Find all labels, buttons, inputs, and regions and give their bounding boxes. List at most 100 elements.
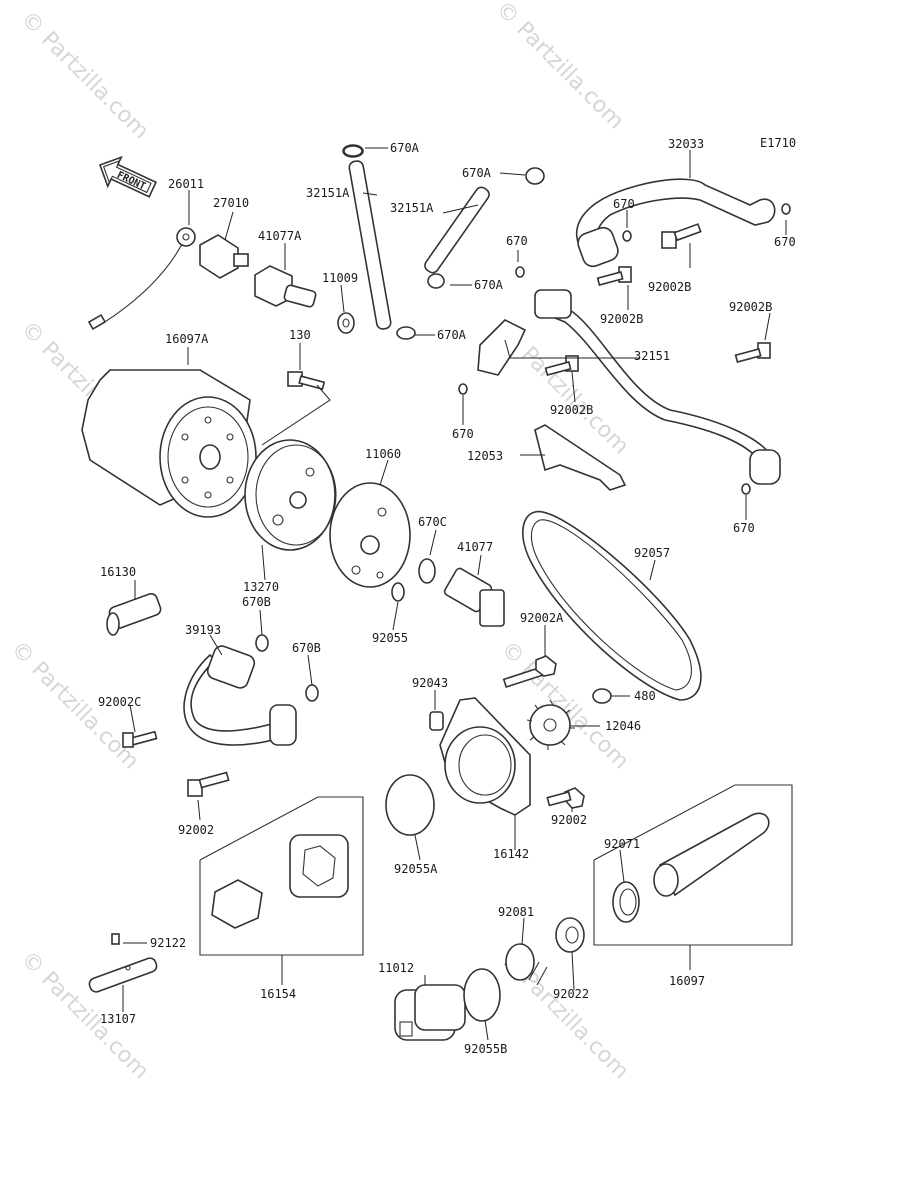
part-label: 92055 — [372, 631, 408, 645]
part-92002B-bolt — [734, 342, 771, 363]
part-label: 92002 — [178, 823, 214, 837]
part-16154-group-box — [199, 796, 364, 956]
part-label: 92002C — [98, 695, 141, 709]
part-label: 92081 — [498, 905, 534, 919]
part-label: 16154 — [260, 987, 296, 1001]
part-39193-pipe — [183, 645, 297, 746]
part-670B-o-ring — [255, 634, 269, 652]
part-92122-pin — [111, 933, 120, 945]
part-670-o-ring — [458, 383, 468, 395]
part-label: 39193 — [185, 623, 221, 637]
part-670C-o-ring — [418, 558, 436, 584]
part-label: 670 — [733, 521, 755, 535]
part-label: 12046 — [605, 719, 641, 733]
watermark: © Partzilla.com — [491, 0, 629, 134]
part-label: 11009 — [322, 271, 358, 285]
part-92002-bolt — [546, 787, 585, 809]
part-label: 670C — [418, 515, 447, 529]
part-label: 16130 — [100, 565, 136, 579]
part-label: 670 — [506, 234, 528, 248]
part-92002B-bolt — [544, 355, 579, 376]
part-label: 32151A — [306, 186, 350, 200]
part-label: 16097A — [165, 332, 209, 346]
part-41077A-fitting — [254, 265, 317, 308]
leader-lines — [122, 147, 787, 1041]
part-label: 92043 — [412, 676, 448, 690]
part-label: 92002B — [729, 300, 772, 314]
part-label: 92002B — [648, 280, 691, 294]
part-92081-spring — [504, 943, 548, 986]
part-label: 670A — [437, 328, 467, 342]
part-label: 11060 — [365, 447, 401, 461]
part-92057-chain — [522, 510, 702, 701]
part-label: 92002B — [550, 403, 593, 417]
part-labels: 26011 27010 41077A 11009 16097A 130 3215… — [98, 137, 796, 1056]
part-670B-o-ring — [305, 684, 319, 702]
front-arrow-icon: FRONT — [98, 155, 158, 198]
part-label: 16097 — [669, 974, 705, 988]
part-670-o-ring — [515, 266, 525, 278]
part-label: 670 — [774, 235, 796, 249]
part-92002A-bolt — [502, 655, 557, 688]
part-label: 92002A — [520, 611, 564, 625]
part-label: 41077A — [258, 229, 302, 243]
part-92055B-o-ring — [463, 968, 501, 1022]
part-11012-plug — [394, 984, 466, 1041]
part-label: 92002 — [551, 813, 587, 827]
part-16097A-oil-filter — [81, 369, 257, 518]
part-label: 480 — [634, 689, 656, 703]
part-92055A-o-ring — [385, 774, 435, 836]
part-92002-bolt — [187, 771, 230, 797]
part-26011-wire — [87, 227, 196, 331]
part-92002B-bolt — [661, 223, 702, 249]
part-11009-washer — [337, 312, 355, 334]
part-label: 27010 — [213, 196, 249, 210]
part-label: 32033 — [668, 137, 704, 151]
part-label: 16142 — [493, 847, 529, 861]
part-32151A-pipe — [424, 167, 545, 289]
part-label: 92071 — [604, 837, 640, 851]
part-16097-strainer — [612, 812, 770, 923]
part-label: 670B — [242, 595, 271, 609]
part-670-o-ring — [741, 483, 751, 495]
part-92043-dowel — [429, 711, 444, 731]
part-32151A-pipe — [342, 144, 416, 340]
part-label: 26011 — [168, 177, 204, 191]
part-12046-sprocket — [526, 699, 575, 750]
part-11060-gasket — [329, 482, 411, 588]
part-label: 32151A — [390, 201, 434, 215]
part-label: 92055B — [464, 1042, 507, 1056]
part-label: 92057 — [634, 546, 670, 560]
part-16097-group-box — [593, 784, 793, 946]
part-670-o-ring — [622, 230, 632, 242]
part-670-o-ring — [781, 203, 791, 215]
part-label: 92055A — [394, 862, 438, 876]
part-label: 92022 — [553, 987, 589, 1001]
part-label: 11012 — [378, 961, 414, 975]
part-92002B-bolt — [596, 266, 632, 286]
part-label: 670A — [390, 141, 420, 155]
part-12053-chain-guide — [534, 424, 627, 491]
part-92002C-bolt — [122, 730, 158, 748]
part-16130-sleeve — [106, 593, 162, 636]
part-13270-plate — [244, 439, 337, 551]
part-label: 13107 — [100, 1012, 136, 1026]
part-label: 670A — [474, 278, 504, 292]
part-480-circlip — [592, 688, 612, 704]
part-label: 32151 — [634, 349, 670, 363]
part-32151-pipe — [477, 289, 781, 485]
part-label: 670A — [462, 166, 492, 180]
part-label: 670 — [613, 197, 635, 211]
part-41077-relief-valve — [443, 567, 505, 627]
part-16142-pump-body — [439, 697, 531, 816]
part-92022-washer — [555, 917, 585, 953]
part-670A-o-ring — [343, 145, 363, 157]
part-label: 92122 — [150, 936, 186, 950]
part-label: 12053 — [467, 449, 503, 463]
watermark: © Partzilla.com — [16, 7, 154, 145]
part-16154-rotor — [211, 834, 349, 929]
diagram-code: E1710 — [760, 136, 796, 150]
part-label: 670 — [452, 427, 474, 441]
part-92055-o-ring — [391, 582, 405, 602]
